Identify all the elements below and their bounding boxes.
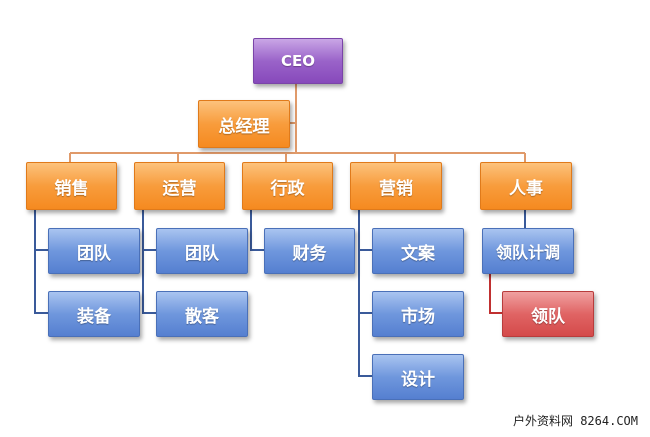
watermark: 户外资料网 8264.COM	[512, 414, 638, 428]
node-market: 市场	[372, 291, 464, 337]
node-finance: 财务	[264, 228, 355, 274]
node-ops-individual: 散客	[156, 291, 248, 337]
node-guide: 领队	[502, 291, 594, 337]
node-marketing: 营销	[350, 162, 442, 210]
node-copywriting: 文案	[372, 228, 464, 274]
node-sales: 销售	[26, 162, 117, 210]
node-operations: 运营	[134, 162, 225, 210]
node-administration: 行政	[242, 162, 333, 210]
node-guide-scheduling: 领队计调	[482, 228, 574, 274]
node-ceo: CEO	[253, 38, 343, 84]
node-hr: 人事	[480, 162, 572, 210]
node-ops-team: 团队	[156, 228, 248, 274]
node-general-manager: 总经理	[198, 100, 290, 148]
node-sales-team: 团队	[48, 228, 140, 274]
node-design: 设计	[372, 354, 464, 400]
node-sales-equipment: 装备	[48, 291, 140, 337]
